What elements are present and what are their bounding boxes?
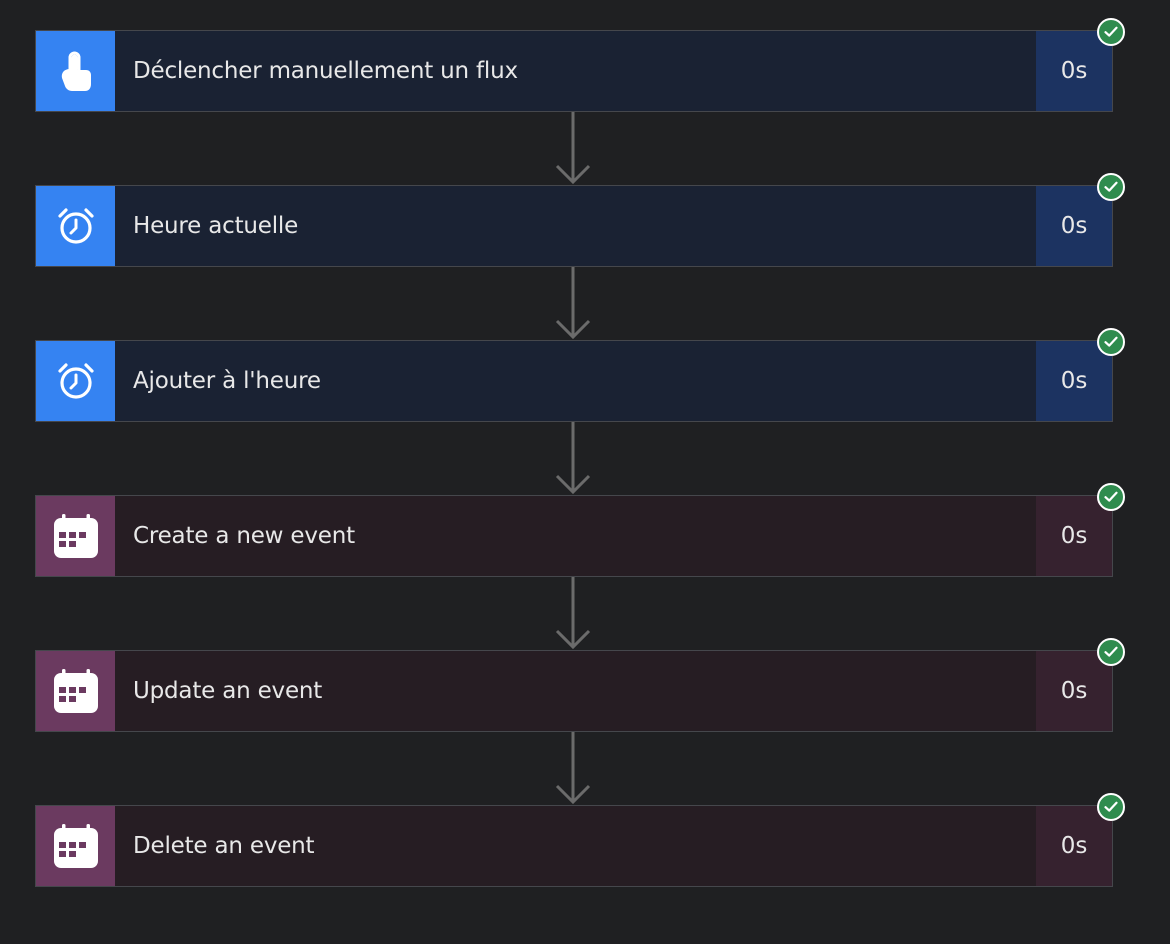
- success-check-icon: [1097, 328, 1125, 356]
- flow-step-create-event[interactable]: Create a new event 0s: [35, 483, 1125, 577]
- step-duration: 0s: [1036, 31, 1112, 111]
- alarm-clock-icon: [36, 186, 115, 266]
- alarm-clock-icon: [36, 341, 115, 421]
- flow-step-delete-event[interactable]: Delete an event 0s: [35, 793, 1125, 887]
- step-duration: 0s: [1036, 806, 1112, 886]
- flow-step-current-time[interactable]: Heure actuelle 0s: [35, 173, 1125, 267]
- connector-arrow: [555, 732, 591, 805]
- flow-step-update-event[interactable]: Update an event 0s: [35, 638, 1125, 732]
- step-duration: 0s: [1036, 186, 1112, 266]
- step-title: Update an event: [133, 678, 323, 704]
- calendar-icon: [36, 806, 115, 886]
- connector-arrow: [555, 422, 591, 495]
- connector-arrow: [555, 577, 591, 650]
- calendar-icon: [36, 496, 115, 576]
- touch-icon: [36, 31, 115, 111]
- step-title: Heure actuelle: [133, 213, 299, 239]
- calendar-icon: [36, 651, 115, 731]
- success-check-icon: [1097, 793, 1125, 821]
- success-check-icon: [1097, 18, 1125, 46]
- connector-arrow: [555, 267, 591, 340]
- connector-arrow: [555, 112, 591, 185]
- step-title: Ajouter à l'heure: [133, 368, 321, 394]
- step-title: Delete an event: [133, 833, 315, 859]
- success-check-icon: [1097, 173, 1125, 201]
- flow-step-add-to-time[interactable]: Ajouter à l'heure 0s: [35, 328, 1125, 422]
- flow-step-manual-trigger[interactable]: Déclencher manuellement un flux 0s: [35, 18, 1125, 112]
- success-check-icon: [1097, 483, 1125, 511]
- step-title: Create a new event: [133, 523, 355, 549]
- success-check-icon: [1097, 638, 1125, 666]
- step-duration: 0s: [1036, 496, 1112, 576]
- step-duration: 0s: [1036, 651, 1112, 731]
- step-duration: 0s: [1036, 341, 1112, 421]
- step-title: Déclencher manuellement un flux: [133, 58, 518, 84]
